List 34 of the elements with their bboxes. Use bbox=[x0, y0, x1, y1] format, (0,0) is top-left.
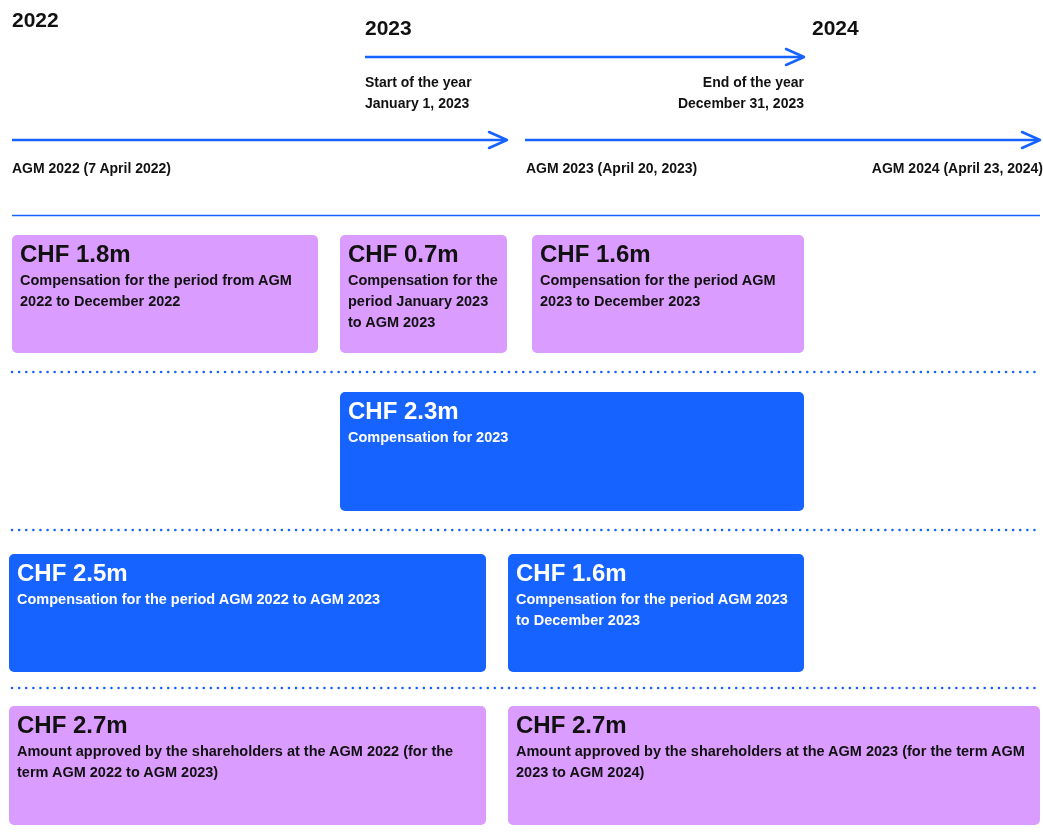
description-text: Amount approved by the shareholders at the AGM 2023 (for the term AGM 2023 to AGM 2024) bbox=[516, 742, 1026, 783]
compensation-box bbox=[508, 554, 804, 672]
date-label: End of the year bbox=[702, 74, 804, 90]
date-label: Start of the year bbox=[365, 74, 472, 90]
amount-heading: CHF 2.7m bbox=[516, 712, 628, 739]
compensation-box bbox=[508, 706, 1040, 825]
year-label: 2023 bbox=[365, 16, 412, 40]
description-text: Compensation for the period January 2023 to AGM 2023 bbox=[348, 271, 499, 333]
description-text: Compensation for the period AGM 2023 to December 2023 bbox=[540, 271, 777, 312]
amount-heading: CHF 2.3m bbox=[348, 398, 460, 425]
date-label: January 1, 2023 bbox=[365, 95, 470, 111]
description-text: Compensation for the period AGM 2023 to December 2023 bbox=[516, 590, 789, 631]
description-text: Amount approved by the shareholders at the AGM 2022 (for the term AGM 2022 to AGM 2023) bbox=[17, 742, 455, 783]
meeting-label: AGM 2022 (7 April 2022) bbox=[12, 160, 171, 176]
year-label: 2024 bbox=[812, 16, 859, 40]
description-text: Compensation for the period from AGM 2022 to December 2022 bbox=[20, 271, 293, 312]
amount-heading: CHF 2.5m bbox=[17, 560, 129, 587]
compensation-box bbox=[340, 235, 507, 353]
amount-heading: CHF 2.7m bbox=[17, 712, 129, 739]
amount-heading: CHF 1.6m bbox=[516, 560, 628, 587]
compensation-box bbox=[9, 554, 486, 672]
meeting-label: AGM 2023 (April 20, 2023) bbox=[526, 160, 698, 176]
date-label: December 31, 2023 bbox=[677, 95, 804, 111]
meeting-label: AGM 2024 (April 23, 2024) bbox=[871, 160, 1043, 176]
description-text: Compensation for 2023 bbox=[348, 428, 510, 448]
compensation-box bbox=[9, 706, 486, 825]
compensation-box bbox=[532, 235, 804, 353]
compensation-box bbox=[12, 235, 318, 353]
year-label: 2022 bbox=[12, 8, 59, 32]
amount-heading: CHF 1.8m bbox=[20, 241, 132, 268]
compensation-box bbox=[340, 392, 804, 511]
description-text: Compensation for the period AGM 2022 to AGM 2023 bbox=[17, 590, 382, 610]
amount-heading: CHF 1.6m bbox=[540, 241, 652, 268]
amount-heading: CHF 0.7m bbox=[348, 241, 460, 268]
